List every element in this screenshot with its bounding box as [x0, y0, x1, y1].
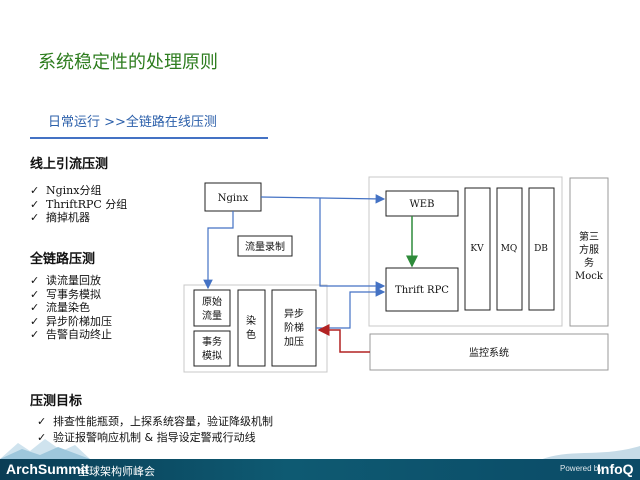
kv-label: KV: [470, 244, 484, 254]
third-party-label-2: 方服: [579, 243, 599, 256]
mq-box: [496, 187, 523, 311]
list-item: ✓写事务模拟: [30, 287, 101, 301]
async-step-label-1: 异步: [284, 308, 304, 320]
tx-sim-box: [193, 330, 231, 367]
list-item: ✓排查性能瓶颈，上探系统容量，验证降级机制: [37, 415, 273, 428]
kv-box: [464, 187, 491, 311]
infoq-logo: InfoQ: [597, 461, 634, 477]
mountain-decoration: [0, 439, 90, 459]
list-item: ✓读流量回放: [30, 274, 101, 287]
slide-subtitle: 日常运行 >>全链路在线压测: [48, 115, 217, 130]
service-cluster-frame: [368, 176, 563, 327]
check-icon: ✓: [37, 415, 47, 428]
db-box: [528, 187, 555, 311]
list-item: ✓告警自动终止: [30, 328, 112, 341]
check-icon: ✓: [30, 274, 40, 287]
list-item: ✓摘掉机器: [30, 211, 90, 224]
online-traffic-list: ✓Nginx分组 ✓ThriftRPC 分组 ✓摘掉机器: [30, 184, 127, 225]
list-item: ✓验证报警响应机制 & 指导设定警戒行动线: [37, 431, 256, 444]
targets-list: ✓排查性能瓶颈，上探系统容量，验证降级机制 ✓验证报警响应机制 & 指导设定警戒…: [37, 414, 273, 446]
arrow-nginx-web: [260, 194, 386, 204]
third-party-label-3: 务: [584, 256, 594, 269]
check-icon: ✓: [30, 301, 40, 314]
dye-label-2: 色: [246, 328, 256, 341]
check-icon: ✓: [37, 431, 47, 444]
footer-powered: Powered by: [560, 464, 603, 473]
footer-bar: ArchSummit 全球架构师峰会 Powered by InfoQ: [0, 459, 640, 480]
list-item: ✓Nginx分组: [30, 184, 102, 197]
dye-box: [237, 289, 266, 367]
web-label: WEB: [410, 199, 435, 210]
section-heading-full-link: 全链路压测: [30, 252, 96, 267]
footer-brand-sub: 全球架构师峰会: [78, 465, 155, 478]
check-icon: ✓: [30, 314, 40, 328]
monitor-box: [369, 333, 609, 371]
check-icon: ✓: [30, 184, 40, 197]
thrift-rpc-box: [385, 267, 459, 312]
subtitle-underline: [30, 137, 268, 139]
full-link-list: ✓读流量回放 ✓写事务模拟 ✓流量染色 ✓异步阶梯加压 ✓告警自动终止: [30, 274, 112, 342]
wave-decoration: [540, 446, 640, 460]
arrow-monitor-async: [317, 324, 370, 353]
check-icon: ✓: [30, 328, 40, 341]
arrow-nginx-thrift: [319, 198, 386, 291]
list-item: ✓流量染色: [30, 301, 90, 314]
traffic-record-box: [237, 235, 293, 257]
list-item: ✓ThriftRPC 分组: [30, 197, 128, 211]
arrow-record-original: [203, 211, 234, 290]
traffic-record-label: 流量录制: [245, 240, 285, 253]
slide-title: 系统稳定性的处理原则: [38, 52, 218, 73]
original-traffic-label-2: 流量: [202, 309, 222, 322]
section-heading-online-traffic: 线上引流压测: [30, 157, 109, 172]
web-box: [385, 190, 459, 217]
footer-brand: ArchSummit: [6, 461, 90, 477]
check-icon: ✓: [30, 287, 40, 301]
third-party-label-4: Mock: [575, 271, 604, 282]
async-step-box: [271, 289, 317, 367]
section-heading-targets: 压测目标: [30, 394, 83, 409]
list-item: ✓异步阶梯加压: [30, 314, 112, 328]
original-traffic-box: [193, 289, 231, 327]
nginx-label: Nginx: [218, 193, 249, 204]
arrow-async-thrift: [316, 287, 386, 329]
check-icon: ✓: [30, 197, 40, 211]
third-party-label-1: 第三: [579, 230, 599, 243]
tx-sim-label-1: 事务: [202, 335, 222, 348]
async-step-label-2: 阶梯: [284, 321, 304, 334]
dye-label-1: 染: [246, 314, 256, 327]
mq-label: MQ: [501, 244, 518, 254]
tx-sim-label-2: 模拟: [202, 349, 222, 362]
monitor-label: 监控系统: [469, 346, 509, 359]
third-party-mock-box: [569, 177, 609, 327]
db-label: DB: [534, 244, 548, 254]
thrift-rpc-label: Thrift RPC: [395, 285, 449, 296]
check-icon: ✓: [30, 211, 40, 224]
original-traffic-label-1: 原始: [202, 295, 222, 308]
async-step-label-3: 加压: [284, 336, 304, 348]
